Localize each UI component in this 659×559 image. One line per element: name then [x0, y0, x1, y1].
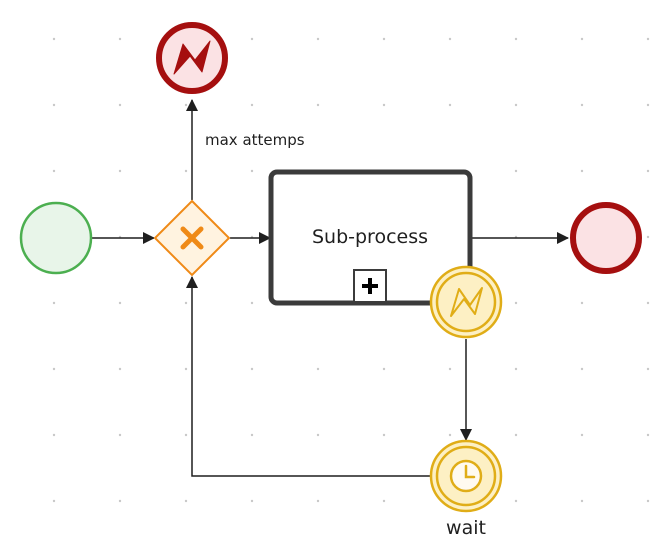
- grid-dot: [118, 301, 122, 305]
- grid-dot: [514, 433, 518, 437]
- grid-dot: [646, 169, 650, 173]
- grid-dot: [646, 301, 650, 305]
- clock-icon: [449, 459, 483, 493]
- grid-dot: [316, 37, 320, 41]
- flow-timer-to-gateway[interactable]: [186, 276, 430, 477]
- grid-dot: [382, 37, 386, 41]
- grid-dot: [118, 169, 122, 173]
- grid-dot: [646, 499, 650, 503]
- grid-dot: [514, 169, 518, 173]
- grid-dot: [184, 499, 188, 503]
- grid-dot: [580, 169, 584, 173]
- grid-dot: [184, 433, 188, 437]
- grid-dot: [52, 169, 56, 173]
- grid-dot: [580, 433, 584, 437]
- grid-dot: [448, 433, 452, 437]
- lightning-icon: [173, 40, 211, 75]
- intermediate-timer-event[interactable]: [429, 439, 503, 513]
- grid-dot: [118, 37, 122, 41]
- end-event[interactable]: [570, 202, 642, 274]
- grid-dot: [184, 367, 188, 371]
- grid-dot: [250, 301, 254, 305]
- sequence-flows: [92, 99, 569, 477]
- boundary-error-event[interactable]: [429, 265, 503, 339]
- grid-dot: [316, 367, 320, 371]
- exclusive-gateway[interactable]: [153, 199, 231, 277]
- grid-dot: [184, 169, 188, 173]
- grid-dot: [514, 103, 518, 107]
- grid-dot: [250, 103, 254, 107]
- grid-dot: [52, 433, 56, 437]
- collapsed-subprocess[interactable]: Sub-process: [268, 169, 473, 306]
- grid-dot: [580, 37, 584, 41]
- start-event[interactable]: [19, 201, 93, 275]
- grid-dot: [448, 367, 452, 371]
- grid-dot: [580, 499, 584, 503]
- grid-dot: [382, 367, 386, 371]
- grid-dot: [448, 37, 452, 41]
- grid-dot: [184, 103, 188, 107]
- grid-dot: [580, 367, 584, 371]
- plus-icon[interactable]: [353, 269, 387, 303]
- grid-dot: [52, 367, 56, 371]
- grid-dot: [514, 499, 518, 503]
- flow-label-max-attempts: max attemps: [205, 131, 305, 149]
- grid-dot: [250, 37, 254, 41]
- grid-dot: [382, 433, 386, 437]
- grid-dot: [52, 301, 56, 305]
- grid-dot: [646, 37, 650, 41]
- grid-dot: [250, 367, 254, 371]
- timer-label: wait: [446, 517, 486, 539]
- grid-dot: [646, 433, 650, 437]
- grid-dot: [448, 103, 452, 107]
- grid-dot: [514, 37, 518, 41]
- grid-dot: [52, 103, 56, 107]
- grid-dot: [52, 499, 56, 503]
- grid-dot: [250, 433, 254, 437]
- grid-dot: [580, 103, 584, 107]
- grid-dot: [382, 499, 386, 503]
- grid-dot: [250, 169, 254, 173]
- grid-dot: [316, 499, 320, 503]
- grid-dot: [316, 103, 320, 107]
- lightning-icon: [450, 287, 483, 317]
- error-end-event[interactable]: [156, 22, 228, 94]
- grid-dot: [514, 301, 518, 305]
- subprocess-label: Sub-process: [312, 226, 428, 248]
- grid-dot: [580, 301, 584, 305]
- grid-dot: [382, 103, 386, 107]
- grid-dot: [514, 367, 518, 371]
- grid-dot: [118, 367, 122, 371]
- grid-dot: [646, 103, 650, 107]
- grid-dot: [118, 499, 122, 503]
- grid-dot: [646, 235, 650, 239]
- grid-dot: [250, 499, 254, 503]
- grid-dot: [184, 301, 188, 305]
- grid-dot: [316, 433, 320, 437]
- x-icon: [180, 226, 204, 250]
- grid-dot: [118, 433, 122, 437]
- grid-dot: [646, 367, 650, 371]
- grid-dot: [118, 103, 122, 107]
- grid-dot: [52, 37, 56, 41]
